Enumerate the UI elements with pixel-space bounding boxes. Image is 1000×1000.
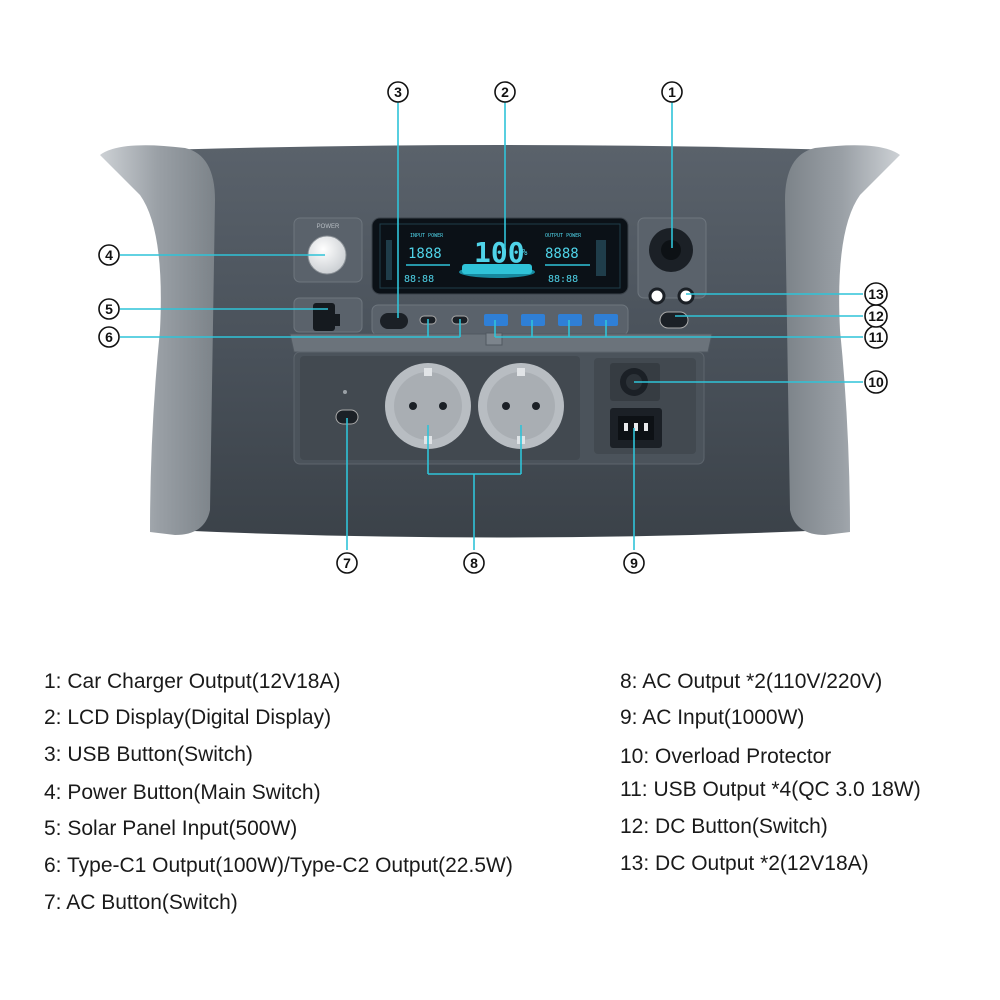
power-button-panel: POWER [293, 217, 363, 283]
callout-12: 12 [864, 304, 888, 328]
ac-socket[interactable] [385, 363, 471, 449]
legend-item-12: 12: DC Button(Switch) [620, 815, 828, 838]
callout-4: 4 [98, 244, 120, 266]
dc-output-port[interactable] [677, 287, 695, 305]
legend-item-4: 4: Power Button(Main Switch) [44, 781, 321, 804]
lcd-input-value: 1888 [408, 246, 442, 262]
lcd-display: INPUT POWER OUTPUT POWER 1888 8888 100 %… [371, 217, 629, 295]
svg-text:1: 1 [668, 84, 676, 100]
dc-output-port[interactable] [648, 287, 666, 305]
legend-item-2: 2: LCD Display(Digital Display) [44, 706, 332, 729]
legend-item-6: 6: Type-C1 Output(100W)/Type-C2 Output(2… [44, 854, 513, 877]
callout-9: 9 [623, 552, 645, 574]
callout-10: 10 [864, 370, 888, 394]
callout-5: 5 [98, 298, 120, 320]
svg-text:6: 6 [105, 329, 113, 345]
ac-socket[interactable] [478, 363, 564, 449]
lcd-time-left: 88:88 [404, 274, 434, 285]
socket-cover [289, 332, 713, 353]
lcd-percent: 100 [474, 236, 525, 269]
car-charger-panel [637, 217, 707, 305]
leader-lines [120, 102, 863, 550]
legend-item-1: 1: Car Charger Output(12V18A) [44, 670, 341, 693]
callouts: 1 2 3 4 5 6 7 8 [98, 81, 888, 574]
lcd-time-right: 88:88 [548, 274, 578, 285]
legend-item-5: 5: Solar Panel Input(500W) [44, 817, 298, 840]
lcd-output-label: OUTPUT POWER [545, 233, 582, 239]
callout-3: 3 [387, 81, 409, 103]
callout-11: 11 [864, 325, 888, 349]
callout-1: 1 [661, 81, 683, 103]
legend-item-13: 13: DC Output *2(12V18A) [620, 852, 869, 875]
legend-item-3: 3: USB Button(Switch) [44, 743, 253, 766]
svg-text:4: 4 [105, 247, 113, 263]
svg-text:13: 13 [868, 286, 884, 302]
callout-6: 6 [98, 326, 120, 348]
ac-bay [293, 351, 705, 465]
lcd-input-label: INPUT POWER [410, 233, 444, 239]
legend-item-9: 9: AC Input(1000W) [620, 706, 805, 729]
lcd-percent-unit: % [522, 248, 528, 258]
dc-button[interactable] [659, 311, 689, 329]
svg-text:9: 9 [630, 555, 638, 571]
legend-item-10: 10: Overload Protector [620, 745, 832, 768]
svg-text:2: 2 [501, 84, 509, 100]
usb-a-port[interactable] [558, 314, 582, 326]
lcd-output-value: 8888 [545, 246, 579, 262]
power-station-diagram: POWER INPUT POWER OUTPUT POWER 1888 8888… [98, 81, 900, 574]
usb-a-port[interactable] [484, 314, 508, 326]
callout-7: 7 [336, 552, 358, 574]
usb-button[interactable] [380, 313, 408, 329]
svg-text:11: 11 [869, 329, 884, 345]
legend-item-11: 11: USB Output *4(QC 3.0 18W) [620, 778, 921, 801]
svg-text:3: 3 [394, 84, 402, 100]
callout-2: 2 [494, 81, 516, 103]
usb-a-port[interactable] [521, 314, 545, 326]
svg-text:10: 10 [868, 374, 884, 390]
legend-item-8: 8: AC Output *2(110V/220V) [620, 670, 883, 693]
callout-8: 8 [463, 552, 485, 574]
callout-13: 13 [864, 282, 888, 306]
svg-text:12: 12 [868, 308, 884, 324]
solar-input-port[interactable] [293, 297, 363, 333]
svg-text:7: 7 [343, 555, 351, 571]
legend-item-7: 7: AC Button(Switch) [44, 891, 238, 914]
svg-text:5: 5 [105, 301, 113, 317]
lcd-battery-bar [462, 264, 532, 274]
power-label: POWER [317, 224, 340, 230]
svg-text:8: 8 [470, 555, 478, 571]
